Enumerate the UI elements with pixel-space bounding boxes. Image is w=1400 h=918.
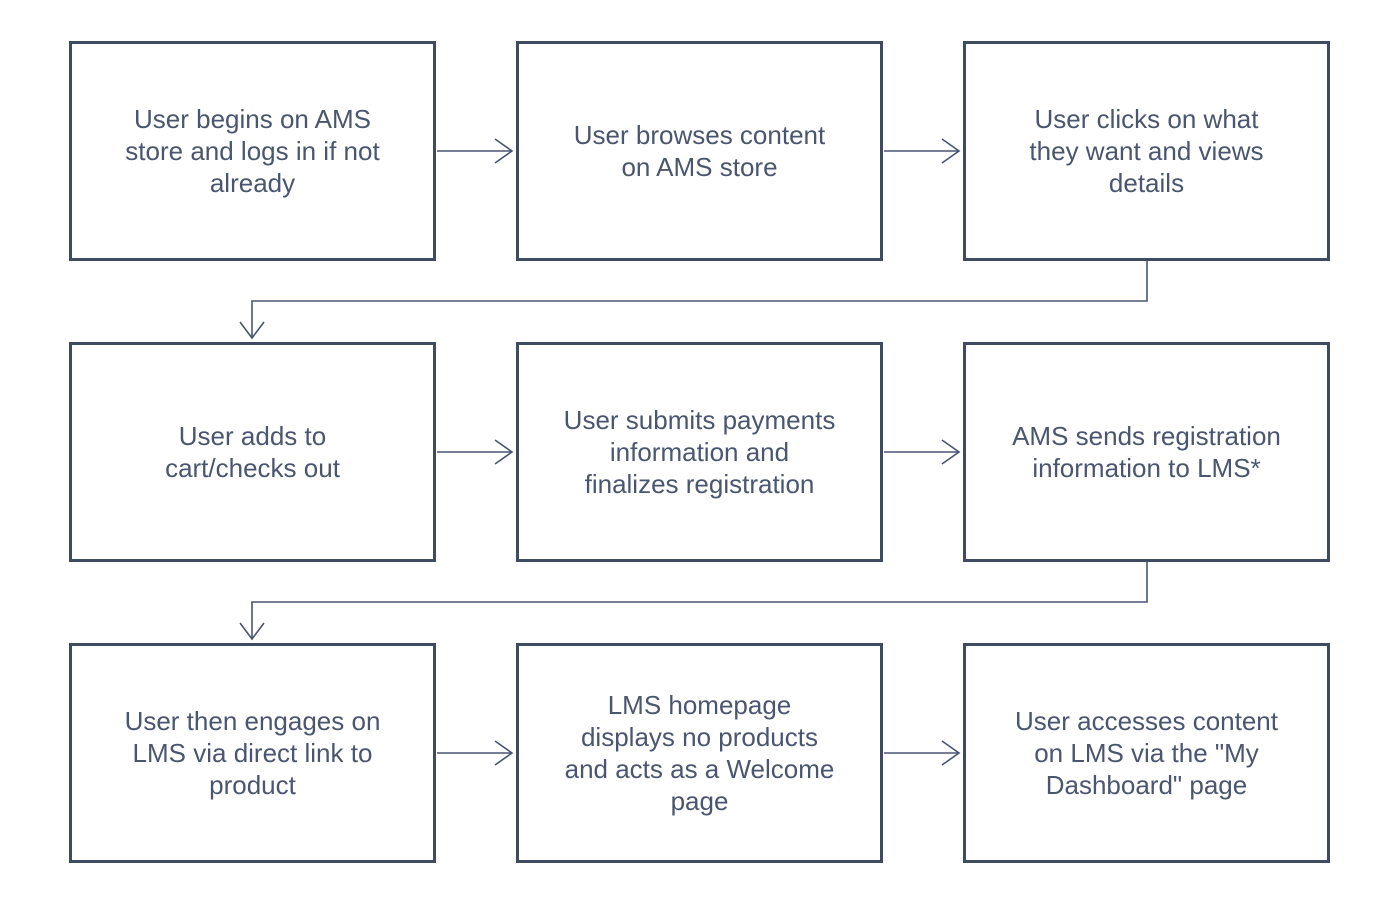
flow-step-9: User accesses content on LMS via the "My…	[963, 643, 1330, 863]
flow-step-9-label: User accesses content on LMS via the "My…	[1014, 705, 1278, 801]
flow-step-1: User begins on AMS store and logs in if …	[69, 41, 436, 261]
arrowhead-right-icon	[494, 740, 514, 766]
connector-step6-step7	[239, 562, 1148, 641]
connector-step2-step3	[884, 138, 961, 164]
flow-step-6-label: AMS sends registration information to LM…	[1012, 420, 1281, 483]
connector-step5-step6	[884, 439, 961, 465]
flow-step-5-label: User submits payments information and fi…	[563, 404, 836, 500]
flow-step-8-label: LMS homepage displays no products and ac…	[564, 689, 835, 817]
arrowhead-down-icon	[239, 622, 265, 641]
connector-step8-step9	[884, 740, 961, 766]
connector-step4-step5	[437, 439, 514, 465]
flow-step-8: LMS homepage displays no products and ac…	[516, 643, 883, 863]
arrowhead-right-icon	[941, 740, 961, 766]
flow-step-5: User submits payments information and fi…	[516, 342, 883, 562]
flow-step-3: User clicks on what they want and views …	[963, 41, 1330, 261]
arrowhead-right-icon	[941, 439, 961, 465]
flow-step-3-label: User clicks on what they want and views …	[1029, 103, 1264, 199]
connector-step7-step8	[437, 740, 514, 766]
arrowhead-right-icon	[941, 138, 961, 164]
connector-step1-step2	[437, 138, 514, 164]
flow-step-7: User then engages on LMS via direct link…	[69, 643, 436, 863]
connector-step3-step4	[239, 261, 1148, 340]
flow-step-2: User browses content on AMS store	[516, 41, 883, 261]
flow-step-1-label: User begins on AMS store and logs in if …	[125, 103, 380, 199]
flow-step-2-label: User browses content on AMS store	[573, 119, 826, 182]
flow-step-4: User adds to cart/checks out	[69, 342, 436, 562]
flow-step-6: AMS sends registration information to LM…	[963, 342, 1330, 562]
flow-step-4-label: User adds to cart/checks out	[165, 420, 340, 483]
flow-step-7-label: User then engages on LMS via direct link…	[124, 705, 381, 801]
arrowhead-down-icon	[239, 321, 265, 340]
arrowhead-right-icon	[494, 439, 514, 465]
arrowhead-right-icon	[494, 138, 514, 164]
